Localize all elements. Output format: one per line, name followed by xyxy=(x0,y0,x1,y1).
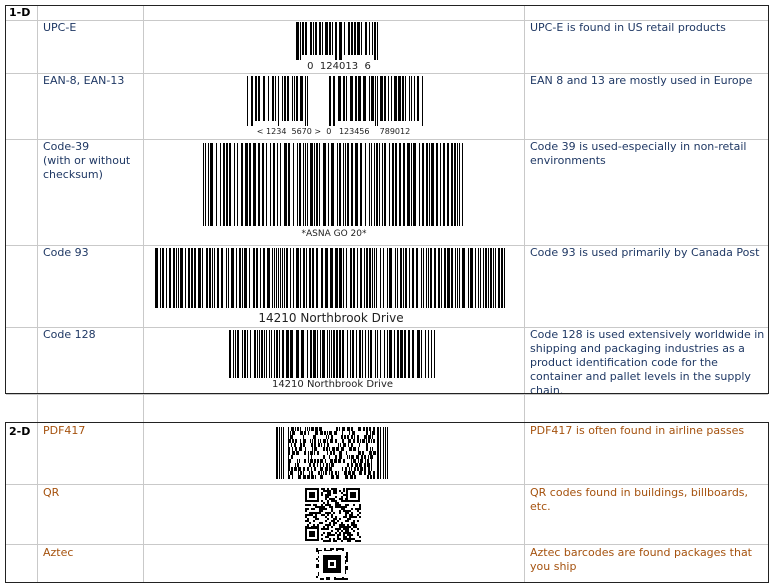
row-name-code39: Code-39 (with or without checksum) xyxy=(43,140,131,181)
row-name-ean: EAN-8, EAN-13 xyxy=(43,74,125,87)
column-divider xyxy=(37,6,38,393)
column-divider xyxy=(143,394,144,582)
row-name-qr: QR xyxy=(43,486,60,499)
code128-barcode-image xyxy=(229,330,435,378)
column-divider xyxy=(524,394,525,582)
section-label-2d: 2-D xyxy=(9,425,31,438)
row-name-code128: Code 128 xyxy=(43,328,96,341)
row-divider xyxy=(6,484,768,485)
table-border-left xyxy=(5,5,6,394)
row-name-pdf417: PDF417 xyxy=(43,424,86,437)
code128-caption: 14210 Northbrook Drive xyxy=(271,379,394,390)
qr-code-image xyxy=(305,488,361,542)
row-desc-code128: Code 128 is used extensively worldwide i… xyxy=(530,328,765,397)
row-divider xyxy=(6,20,768,21)
section-label-1d: 1-D xyxy=(9,6,31,19)
row-divider xyxy=(6,544,768,545)
table-border-bottom xyxy=(5,582,769,583)
table-border-right xyxy=(768,422,769,583)
row-desc-pdf417: PDF417 is often found in airline passes xyxy=(530,424,745,437)
row-desc-aztec: Aztec barcodes are found packages that y… xyxy=(530,546,752,573)
code93-barcode-image xyxy=(155,248,505,308)
row-name-code93: Code 93 xyxy=(43,246,89,259)
aztec-code-image xyxy=(316,548,348,580)
ean13-barcode-image xyxy=(329,76,423,126)
code93-caption: 14210 Northbrook Drive xyxy=(258,311,404,325)
table-border-left xyxy=(5,422,6,583)
row-desc-code39: Code 39 is used-especially in non-retail… xyxy=(530,140,747,167)
table-border-top xyxy=(5,5,769,6)
section-border xyxy=(5,422,769,423)
row-divider xyxy=(6,245,768,246)
column-divider xyxy=(37,394,38,582)
upce-caption: 0 124013 6 xyxy=(307,61,371,72)
row-divider xyxy=(6,139,768,140)
row-name-upce: UPC-E xyxy=(43,21,77,34)
upce-barcode-image xyxy=(296,22,378,60)
section-border xyxy=(5,393,769,394)
row-desc-upce: UPC-E is found in US retail products xyxy=(530,21,726,34)
row-divider xyxy=(6,327,768,328)
ean8-barcode-image xyxy=(247,76,308,126)
code39-caption: *ASNA GO 20* xyxy=(301,229,367,239)
ean-caption: < 1234 5670 > 0 123456 789012 xyxy=(256,127,411,136)
row-divider xyxy=(6,394,768,395)
table-border-right xyxy=(768,5,769,394)
column-divider xyxy=(143,6,144,393)
row-desc-code93: Code 93 is used primarily by Canada Post xyxy=(530,246,760,259)
row-desc-ean: EAN 8 and 13 are mostly used in Europe xyxy=(530,74,753,87)
row-desc-qr: QR codes found in buildings, billboards,… xyxy=(530,486,749,513)
pdf417-barcode-image xyxy=(276,427,388,479)
row-name-aztec: Aztec xyxy=(43,546,74,559)
row-divider xyxy=(6,73,768,74)
code39-barcode-image xyxy=(203,143,463,226)
column-divider xyxy=(524,6,525,393)
